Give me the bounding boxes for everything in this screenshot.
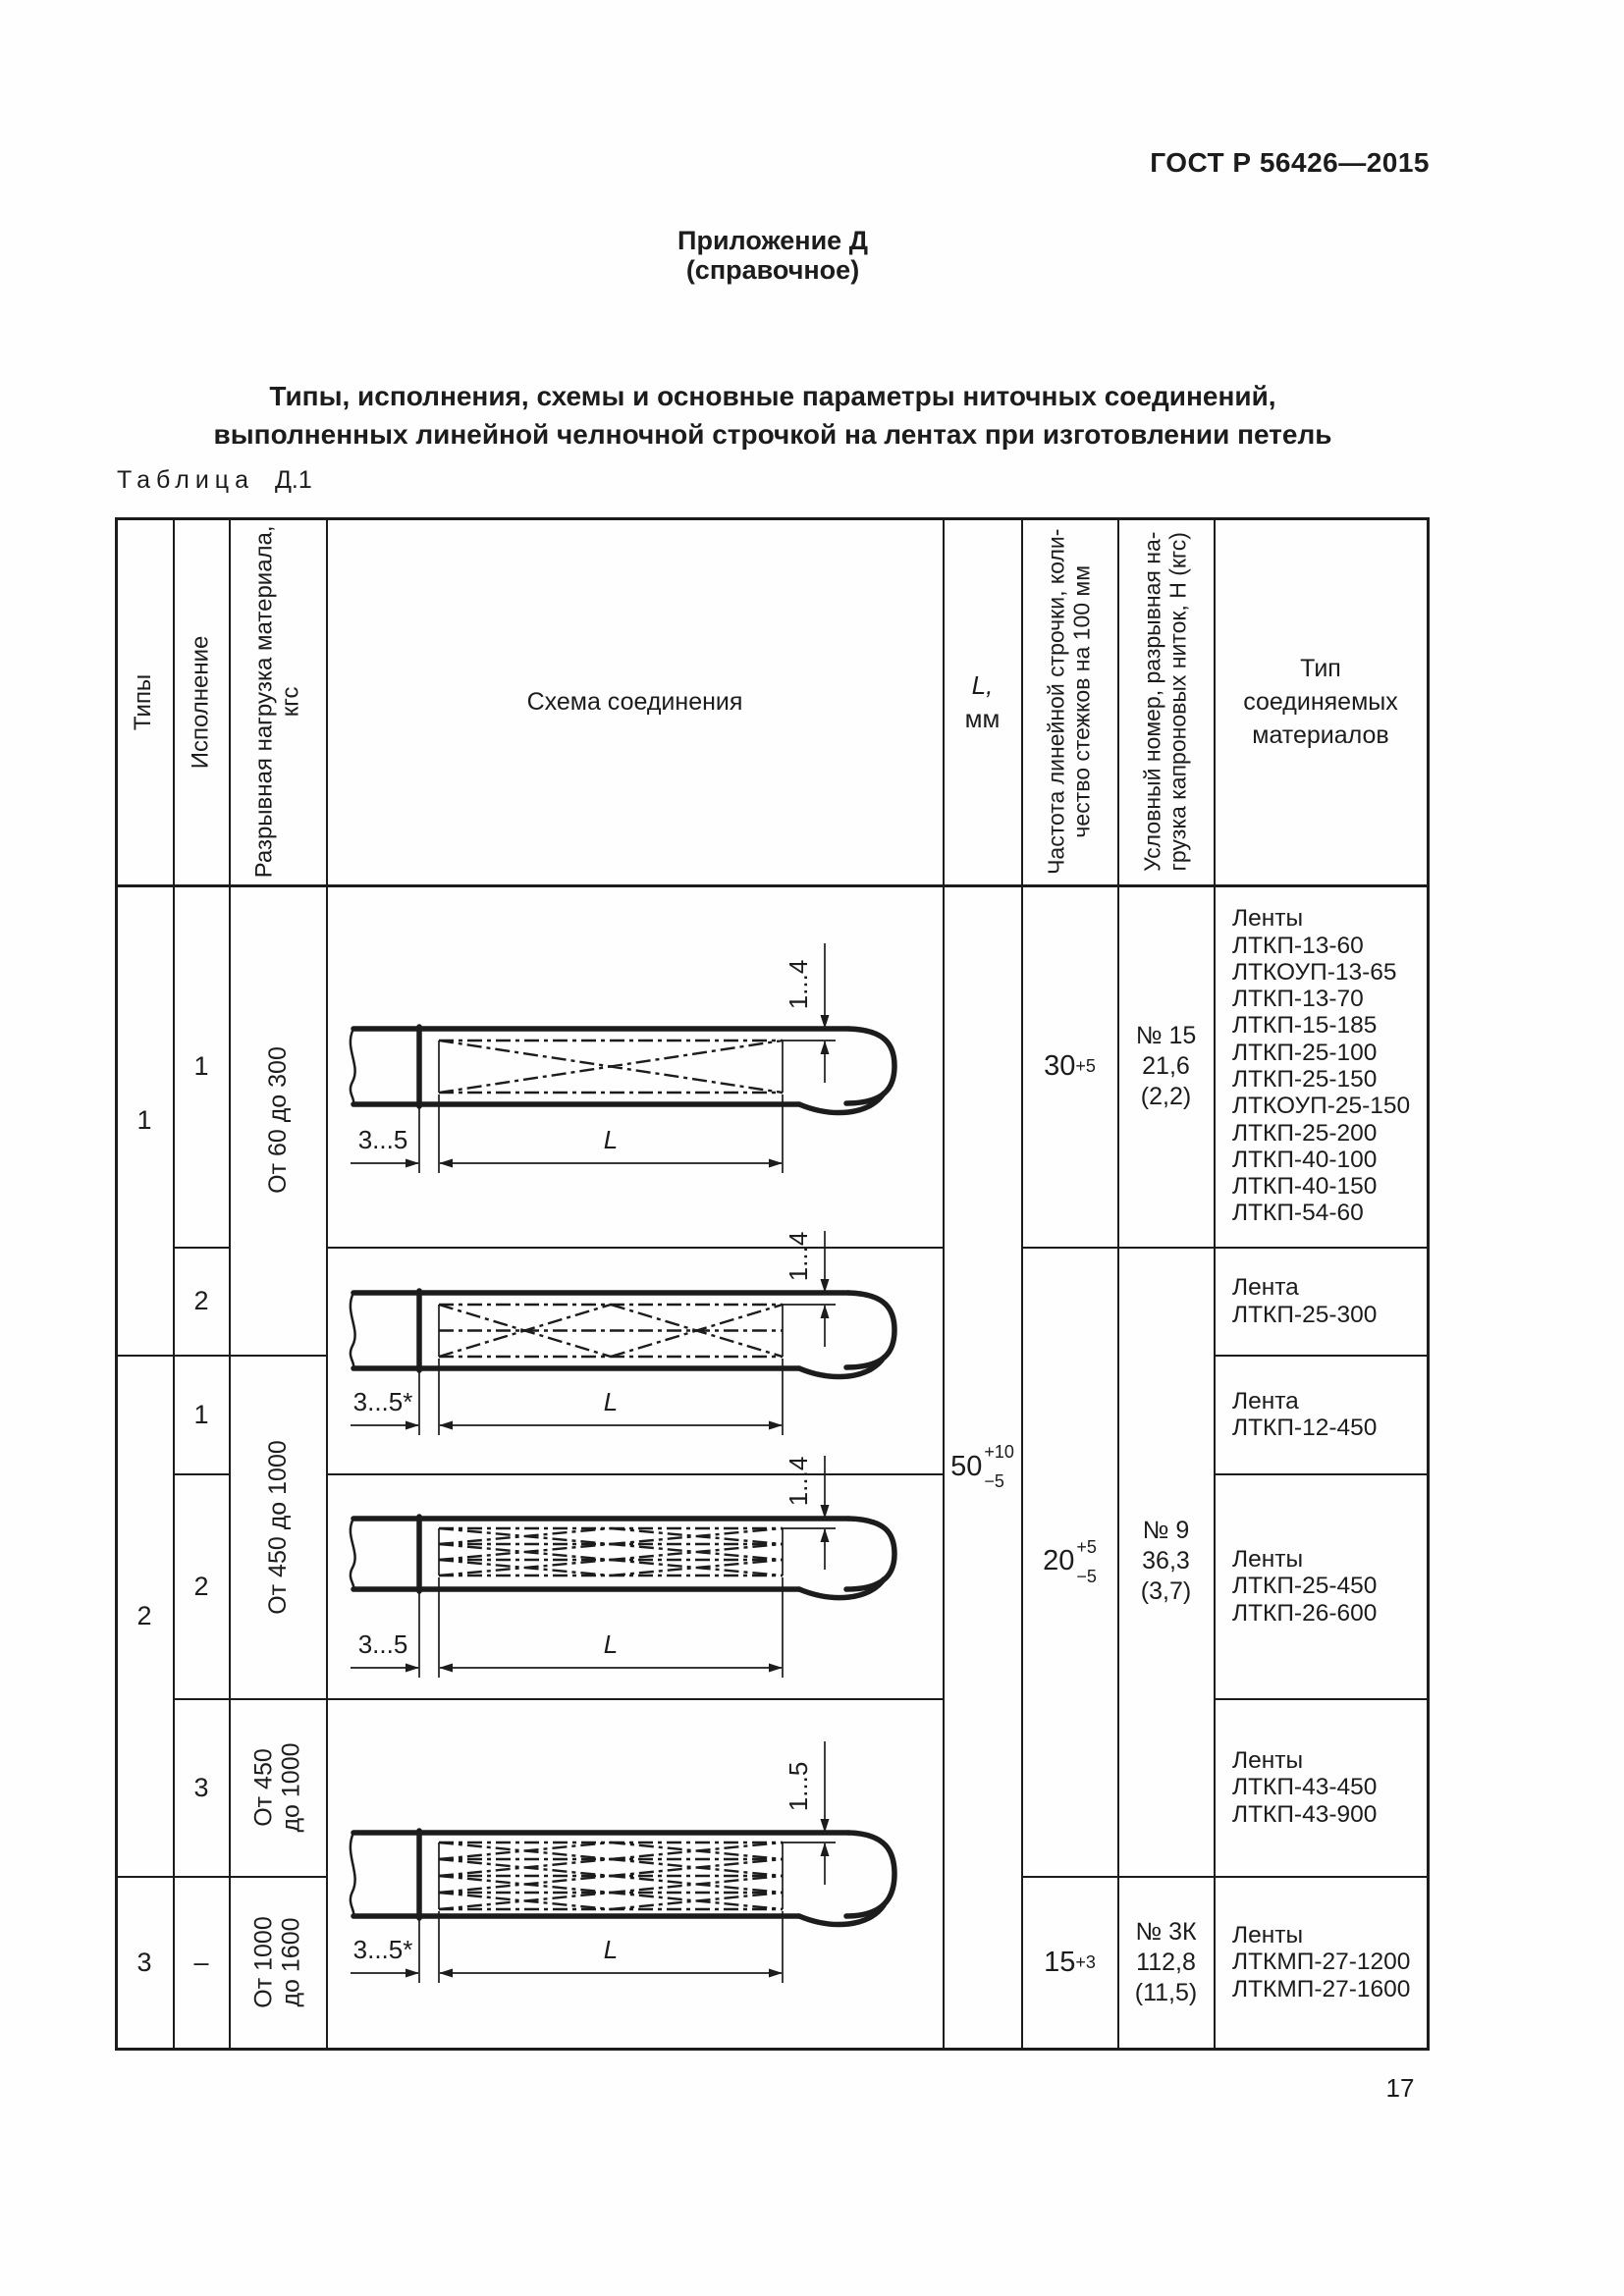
scheme-diagram-1: 3...5 L 1...4 <box>349 943 897 1173</box>
col-header-execution: Исполнение <box>187 635 214 769</box>
cell-freq-r2345: 20+5−5 <box>1043 1536 1097 1586</box>
grid-line <box>115 2048 1430 2051</box>
cell-materials-r3: Лента ЛТКП-12-450 <box>1232 1387 1378 1441</box>
cell-exec-r5: 3 <box>193 1772 209 1802</box>
dim-length-label: L <box>604 1125 618 1154</box>
grid-line <box>115 884 1430 887</box>
cell-thread-r1: № 15 21,6 (2,2) <box>1135 1021 1197 1110</box>
cell-materials-r6: Ленты ЛТКМП-27-1200 ЛТКМП-27-1600 <box>1232 1922 1411 2002</box>
stitch-pattern <box>438 1526 784 1577</box>
grid-line <box>115 1876 328 1878</box>
dim-gap-label: 1...4 <box>784 1457 813 1507</box>
grid-line <box>173 1698 945 1700</box>
cell-materials-r4: Ленты ЛТКП-25-450 ЛТКП-26-600 <box>1232 1546 1378 1627</box>
cell-exec-r4: 2 <box>193 1571 209 1601</box>
col-header-thread-number: Условный номер, разрывная на- грузка кап… <box>1139 531 1191 873</box>
tape-drawing <box>349 1514 897 1601</box>
col-header-types: Типы <box>130 673 157 730</box>
grid-line <box>1214 1473 1429 1475</box>
cell-exec-r2: 2 <box>193 1286 209 1316</box>
scheme-diagram-3: 3...5 L 1...4 <box>349 1456 897 1678</box>
grid-line <box>173 1473 231 1475</box>
cell-freq-r1: 30+5 <box>1044 1049 1096 1082</box>
grid-line <box>1427 517 1430 2051</box>
dimension-lines: 3...5 L 1...4 <box>351 943 836 1173</box>
cell-l-value: 50+10−5 <box>950 1442 1014 1491</box>
grid-line <box>1117 517 1119 2049</box>
cell-load-r12: От 60 до 300 <box>264 1046 292 1194</box>
stitch-pattern <box>438 1841 784 1911</box>
grid-line <box>1214 517 1216 2049</box>
dim-offset-label: 3...5* <box>353 1935 413 1964</box>
cell-load-r5: От 450 до 1000 <box>250 1742 305 1833</box>
cell-type-1: 1 <box>136 1104 152 1135</box>
cell-freq-r6: 15+3 <box>1044 1946 1096 1978</box>
title-line-2: выполненных линейной челночной строчкой … <box>213 419 1332 450</box>
table-caption-word: Таблица <box>117 466 255 494</box>
grid-line <box>1214 1698 1429 1700</box>
cell-thread-r6: № 3К 112,8 (11,5) <box>1134 1917 1198 2006</box>
title-line-1: Типы, исполнения, схемы и основные парам… <box>269 381 1276 411</box>
grid-line <box>173 1247 231 1249</box>
dim-length-label: L <box>604 1387 618 1416</box>
document-title: Типы, исполнения, схемы и основные парам… <box>116 377 1430 454</box>
tape-drawing <box>349 1288 897 1380</box>
col-header-l-mm: L, мм <box>964 670 1001 733</box>
cell-thread-r2345: № 9 36,3 (3,7) <box>1140 1517 1192 1605</box>
col-header-breaking-load: Разрывная нагрузка материала, кгс <box>250 525 303 879</box>
stitch-pattern <box>438 1303 784 1359</box>
cell-type-2: 2 <box>136 1600 152 1630</box>
cell-materials-r5: Ленты ЛТКП-43-450 ЛТКП-43-900 <box>1232 1747 1378 1828</box>
dim-offset-label: 3...5 <box>358 1125 408 1154</box>
appendix-title: Приложение Д <box>677 226 868 255</box>
dimension-lines: 3...5* L 1...4 <box>351 1231 836 1435</box>
dim-length-label: L <box>604 1629 618 1659</box>
dim-offset-label: 3...5 <box>358 1629 408 1659</box>
stitch-pattern <box>438 1039 784 1095</box>
grid-line <box>115 1355 328 1357</box>
col-header-materials: Тип соединяемых материалов <box>1243 655 1398 749</box>
cell-load-r6: От 1000 до 1600 <box>250 1916 305 2008</box>
grid-line <box>115 517 118 2051</box>
tape-drawing <box>349 1024 897 1116</box>
grid-line <box>115 517 1430 520</box>
table-caption: Таблица Д.1 <box>117 466 312 495</box>
grid-line <box>1021 1876 1429 1878</box>
grid-line <box>326 1247 945 1249</box>
cell-materials-r2: Лента ЛТКП-25-300 <box>1232 1274 1378 1328</box>
cell-type-3: 3 <box>136 1947 152 1977</box>
grid-line <box>326 1473 945 1475</box>
doc-number: ГОСТ Р 56426—2015 <box>1150 147 1430 178</box>
dim-gap-label: 1...4 <box>784 1232 813 1282</box>
col-header-stitch-frequency: Частота линейной строчки, коли- чество с… <box>1043 528 1095 876</box>
dimension-lines: 3...5* L 1...5 <box>351 1741 836 1983</box>
cell-exec-r3: 1 <box>193 1399 209 1429</box>
appendix-note: (справочное) <box>685 255 860 285</box>
grid-line <box>1214 1355 1429 1357</box>
dim-gap-label: 1...4 <box>784 960 813 1010</box>
cell-exec-r1: 1 <box>193 1050 209 1081</box>
cell-exec-r6: – <box>193 1947 209 1977</box>
cell-materials-r1: Ленты ЛТКП-13-60 ЛТКОУП-13-65 ЛТКП-13-70… <box>1232 905 1411 1227</box>
cell-load-r34: От 450 до 1000 <box>264 1439 292 1615</box>
grid-line <box>1021 1247 1429 1249</box>
appendix-heading: Приложение Д (справочное) <box>116 226 1430 285</box>
grid-line <box>229 517 231 2049</box>
dimension-lines: 3...5 L 1...4 <box>351 1456 836 1678</box>
grid-line <box>173 517 175 2049</box>
grid-line <box>1021 517 1023 2049</box>
tape-drawing <box>349 1828 897 1928</box>
table-caption-number: Д.1 <box>274 466 312 494</box>
dim-gap-label: 1...5 <box>784 1762 813 1812</box>
scheme-diagram-4: 3...5* L 1...5 <box>349 1741 897 1983</box>
page-number: 17 <box>1385 2073 1415 2103</box>
scheme-diagram-2: 3...5* L 1...4 <box>349 1231 897 1435</box>
dim-offset-label: 3...5* <box>353 1387 413 1416</box>
grid-line <box>326 517 328 2049</box>
col-header-scheme: Схема соединения <box>526 688 743 716</box>
grid-line <box>943 517 945 2049</box>
dim-length-label: L <box>604 1935 618 1964</box>
